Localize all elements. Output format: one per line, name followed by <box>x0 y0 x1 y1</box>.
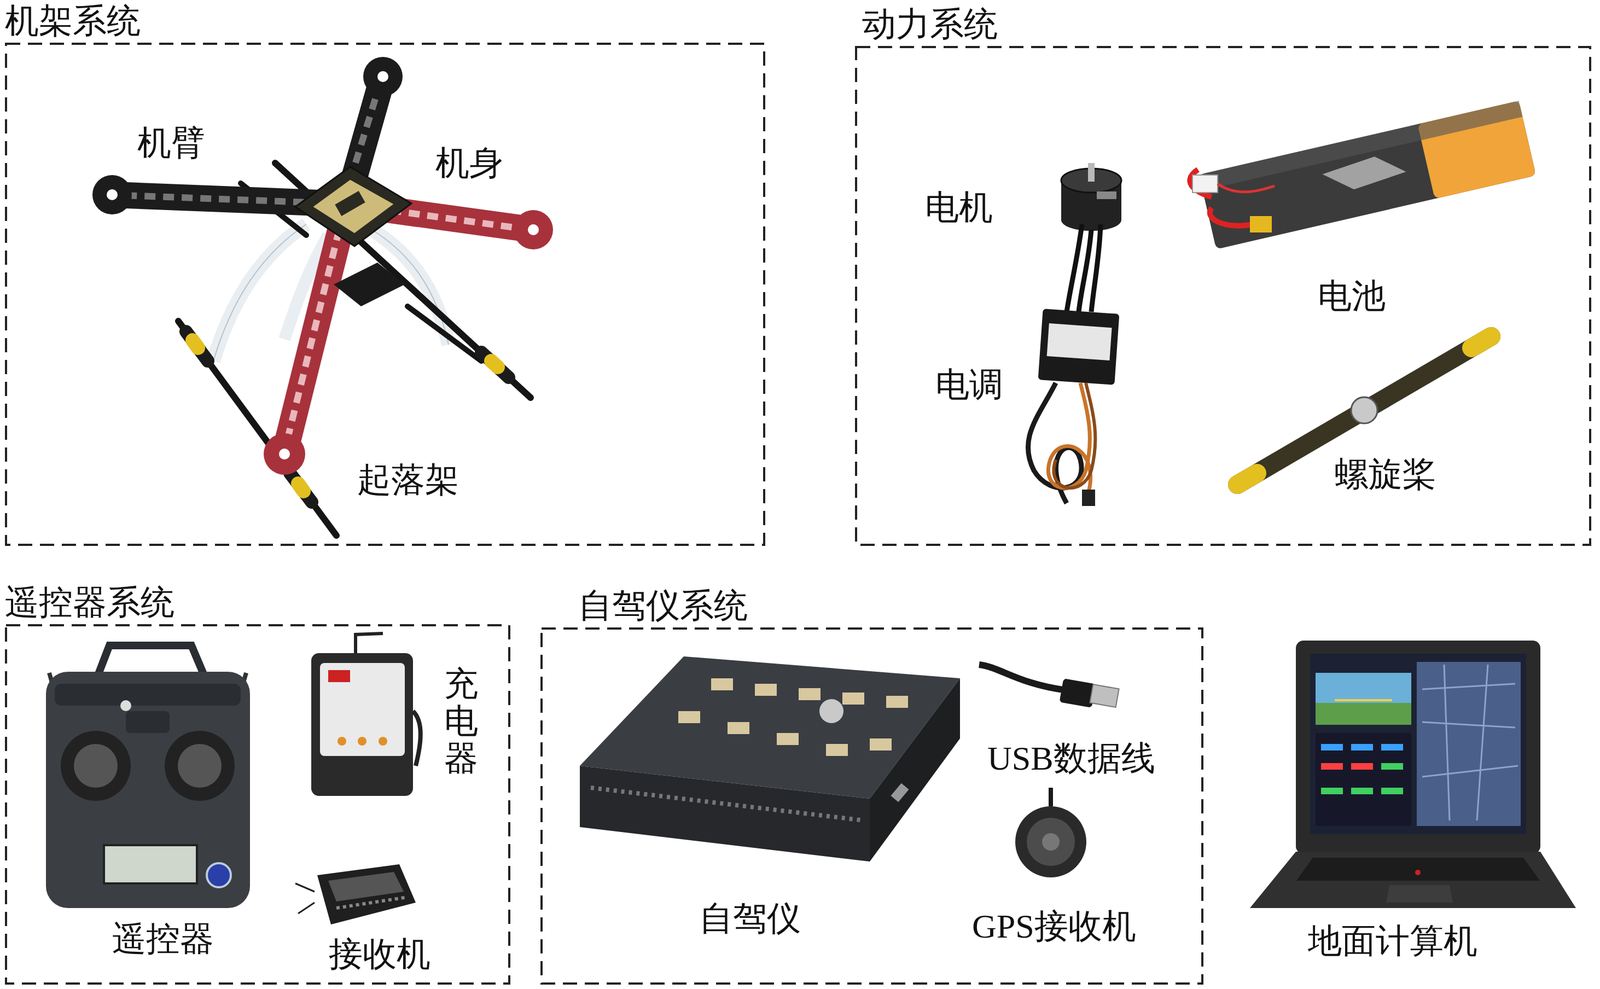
motor-and-esc <box>1027 163 1122 506</box>
part-label: 接收机 <box>328 935 431 973</box>
part-label: USB数据线 <box>987 739 1156 777</box>
dashed-border <box>4 624 511 985</box>
part-label: 遥控器 <box>112 920 214 958</box>
remote-controller <box>45 645 250 909</box>
part-label: 地面计算机 <box>1307 922 1478 960</box>
part-label: 机身 <box>435 144 504 182</box>
part-label: 电池 <box>1317 277 1386 315</box>
vertical-part-label: 充电器 <box>444 665 479 778</box>
charger <box>311 633 421 796</box>
group-heading: 机架系统 <box>4 2 141 40</box>
receiver <box>295 864 416 925</box>
gps-receiver <box>1015 787 1087 878</box>
part-label: 电机 <box>924 188 993 226</box>
laptop <box>1249 640 1576 909</box>
part-label: GPS接收机 <box>972 907 1137 945</box>
dashed-border <box>854 45 1592 546</box>
usb-cable <box>979 664 1120 708</box>
dashed-group-box: 动力系统 <box>854 45 1592 546</box>
part-label: 自驾仪 <box>699 899 801 938</box>
group-heading: 动力系统 <box>862 5 998 43</box>
group-heading: 遥控器系统 <box>4 583 175 621</box>
part-label: 起落架 <box>357 461 459 499</box>
part-label: 电调 <box>935 365 1004 404</box>
group-heading: 自驾仪系统 <box>578 586 748 625</box>
autopilot <box>579 656 960 862</box>
part-label: 机臂 <box>137 124 206 162</box>
battery <box>1189 100 1536 249</box>
quadcopter-frame <box>92 56 554 536</box>
part-label: 螺旋桨 <box>1334 455 1437 493</box>
dashed-group-box: 遥控器系统 <box>4 624 511 985</box>
